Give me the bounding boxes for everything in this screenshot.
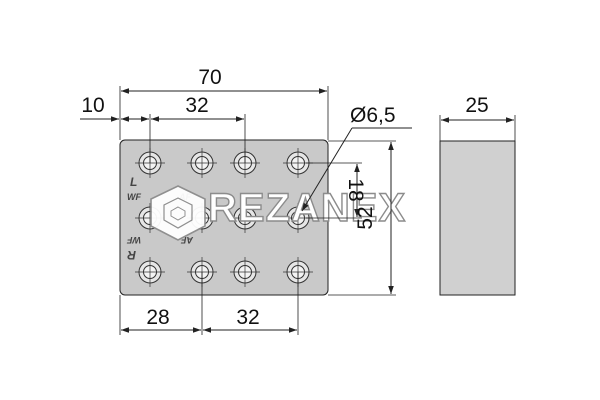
svg-text:28: 28: [146, 306, 169, 329]
dimension-top-spacing: 32: [151, 94, 244, 122]
marking-wf-rotated: WF: [127, 235, 141, 245]
dimension-height: 52: [328, 140, 396, 296]
svg-text:Ø6,5: Ø6,5: [350, 104, 396, 127]
marking-af-rotated: AF: [181, 235, 194, 245]
marking-l: L: [130, 175, 137, 189]
marking-wf: WF: [127, 192, 141, 202]
svg-text:52: 52: [354, 206, 377, 229]
watermark-logo: [150, 185, 206, 241]
dimension-row-spacing: 18: [306, 162, 367, 219]
mounting-hole: [283, 148, 313, 178]
front-plate: [119, 139, 329, 296]
svg-text:32: 32: [185, 94, 208, 117]
mounting-hole: [187, 148, 217, 178]
dimension-bottom-spacing: 32: [203, 306, 297, 333]
svg-text:70: 70: [198, 66, 221, 89]
svg-text:25: 25: [465, 94, 488, 117]
dimension-total-width: 70: [119, 66, 329, 140]
side-view-block: [439, 140, 516, 296]
dimension-hole-diameter: Ø6,5: [301, 104, 412, 212]
mounting-hole: [230, 203, 260, 233]
dimension-depth: 25: [439, 94, 516, 141]
marking-r-rotated: R: [127, 248, 136, 262]
mounting-hole: [230, 257, 260, 287]
svg-text:18: 18: [344, 178, 367, 201]
svg-text:10: 10: [81, 94, 104, 117]
svg-text:32: 32: [236, 306, 259, 329]
dimension-left-offset: 10: [80, 94, 246, 163]
mounting-hole: [135, 257, 165, 287]
dimension-bottom-offset: 28: [119, 272, 299, 335]
